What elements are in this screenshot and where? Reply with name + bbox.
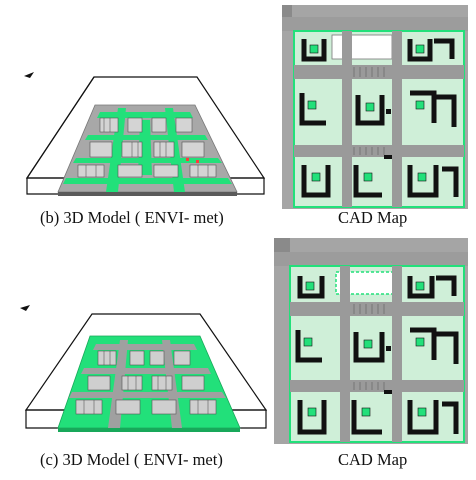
cad-map-1 [282, 5, 468, 209]
map-caption-1: CAD Map [338, 208, 408, 227]
cad-map-panel-1 [282, 5, 468, 209]
envimet-3d-model-b [24, 72, 266, 196]
model-panel-c [0, 300, 270, 448]
envimet-3d-model-c [20, 305, 268, 432]
map-caption-2: CAD Map [338, 450, 408, 469]
model-caption-c: (c) 3D Model ( ENVI- met) [40, 450, 223, 469]
north-arrow-icon [20, 305, 30, 311]
model-panel-b [0, 60, 270, 210]
cad-map-panel-2 [274, 238, 468, 444]
cad-map-2 [274, 238, 468, 444]
model-caption-b: (b) 3D Model ( ENVI- met) [40, 208, 224, 227]
north-arrow-icon [24, 72, 34, 78]
